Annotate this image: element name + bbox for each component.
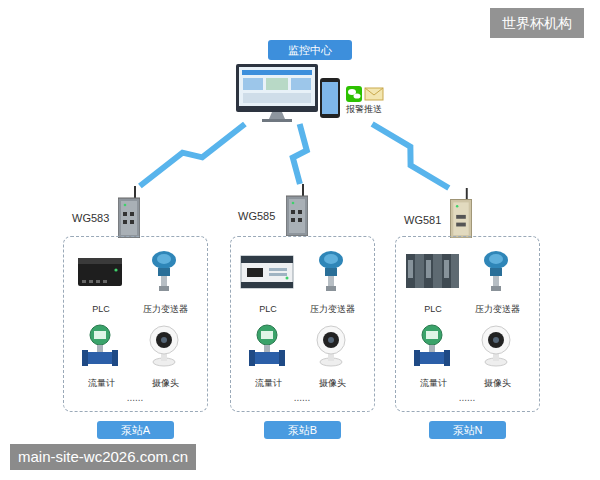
device-caption: 流量计 (420, 377, 447, 389)
gateway-icon (450, 188, 471, 238)
gateway-node: WG583 (72, 186, 142, 238)
device-item: 摄像头 (460, 321, 534, 393)
pump-station-box: 泵站APLC压力变送器流量计摄像头 (63, 236, 208, 412)
center-title: 监控中心 (268, 40, 352, 60)
device-item: 流量计 (398, 321, 468, 393)
device-caption: 流量计 (88, 377, 115, 389)
phone-illustration (320, 78, 340, 118)
station-name: 泵站A (97, 421, 174, 439)
mail-icon (365, 88, 383, 100)
wireless-link (372, 124, 449, 188)
device-item: 压力变送器 (128, 247, 202, 319)
illustration-part (242, 70, 312, 75)
camera-icon (317, 326, 345, 366)
pressure-icon (319, 251, 343, 291)
gateway-node: WG581 (404, 188, 474, 238)
station-name: 泵站B (264, 421, 341, 439)
wechat-icon (346, 86, 362, 102)
camera-icon (150, 326, 178, 366)
illustration-part (322, 82, 338, 114)
gateway-node: WG585 (238, 184, 310, 236)
device-item: 摄像头 (295, 321, 369, 393)
illustration-part (243, 78, 263, 90)
device-item: 流量计 (66, 321, 136, 393)
device-caption: 压力变送器 (310, 303, 355, 315)
device-caption: 压力变送器 (143, 303, 188, 315)
device-caption: 压力变送器 (475, 303, 520, 315)
illustration-part (291, 78, 311, 90)
illustration-part (243, 93, 311, 103)
plc-icon (241, 256, 293, 288)
plc-icon (78, 258, 122, 286)
station-name: 泵站N (429, 421, 507, 439)
device-item: PLC (233, 247, 303, 319)
device-caption: PLC (92, 303, 110, 315)
illustration-part (239, 67, 315, 106)
device-caption: PLC (259, 303, 277, 315)
watermark: main-site-wc2026.com.cn (10, 444, 196, 470)
device-caption: 摄像头 (152, 377, 179, 389)
device-item: PLC (66, 247, 136, 319)
more-devices-mark: ...... (294, 392, 311, 404)
illustration-part (354, 93, 361, 98)
plc-icon (406, 254, 459, 288)
more-devices-mark: ...... (459, 392, 476, 404)
illustration-part (236, 64, 318, 112)
wireless-link (140, 124, 245, 186)
flowmeter-icon (414, 325, 450, 366)
pressure-icon (484, 251, 508, 291)
pressure-icon (152, 251, 176, 291)
alert-push-label: 报警推送 (346, 104, 382, 115)
illustration-part (266, 78, 288, 90)
pump-station-box: 泵站NPLC压力变送器流量计摄像头 (395, 236, 540, 412)
illustration-part (269, 112, 285, 119)
gateway-model: WG585 (238, 210, 275, 223)
device-item: 压力变送器 (295, 247, 369, 319)
computer-illustration (236, 64, 318, 122)
device-caption: 摄像头 (484, 377, 511, 389)
wireless-link (293, 124, 307, 184)
illustration-part (365, 88, 383, 100)
illustration-part (346, 86, 362, 102)
watermark: 世界杯机构 (490, 8, 584, 38)
flowmeter-icon (82, 325, 118, 366)
device-caption: 流量计 (255, 377, 282, 389)
device-item: 流量计 (233, 321, 303, 393)
pump-station-box: 泵站BPLC压力变送器流量计摄像头 (230, 236, 375, 412)
illustration-part (320, 78, 340, 118)
gateway-icon (118, 186, 140, 238)
illustration-part (262, 119, 292, 122)
gateway-model: WG583 (72, 212, 109, 225)
device-item: PLC (398, 247, 468, 319)
camera-icon (482, 326, 510, 366)
flowmeter-icon (249, 325, 285, 366)
gateway-model: WG581 (404, 214, 441, 227)
illustration-part (365, 88, 383, 95)
device-item: 压力变送器 (460, 247, 534, 319)
device-item: 摄像头 (128, 321, 202, 393)
more-devices-mark: ...... (127, 392, 144, 404)
gateway-icon (286, 184, 308, 236)
device-caption: 摄像头 (319, 377, 346, 389)
device-caption: PLC (424, 303, 442, 315)
